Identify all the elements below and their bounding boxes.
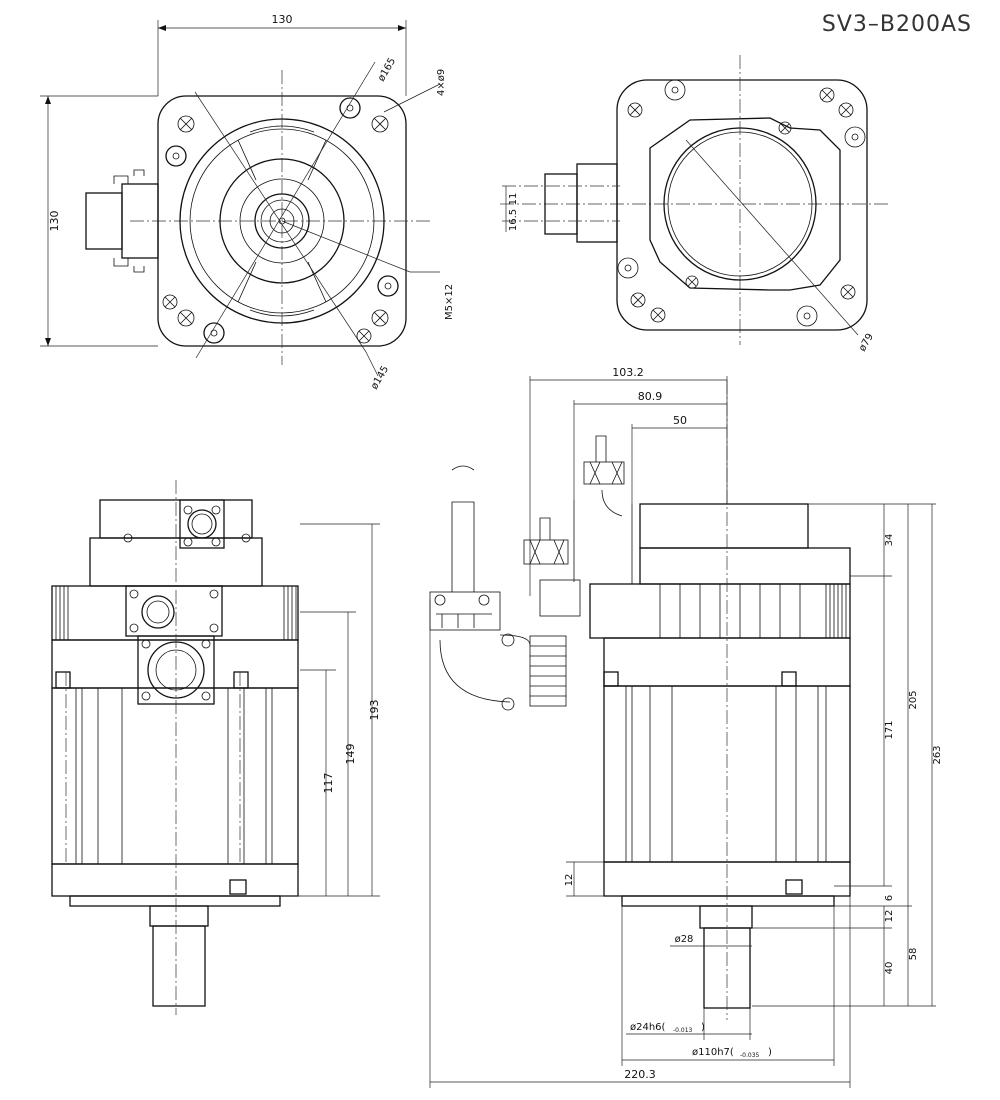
dim-side-117: 117 [322,773,335,794]
front-view [40,20,441,377]
dim-spigot-fit: ø110h7( [692,1047,734,1058]
dim-side-193: 193 [368,700,381,721]
dim-side-149: 149 [344,744,357,765]
mounting-hole [377,275,399,297]
dim-103: 103.2 [612,366,644,379]
dim-front-width: 130 [272,13,293,26]
rear-view [500,55,890,345]
dim-shaft-tol: -0.013 [673,1027,693,1034]
mounting-hole [165,145,187,167]
drawing-title: SV3–B200AS [821,12,972,37]
dim-80: 80.9 [638,390,663,403]
svg-text:): ) [701,1022,705,1033]
svg-text:): ) [768,1047,772,1058]
dim-front-height: 130 [48,211,61,232]
main-view [429,376,936,1088]
dim-spigot-tol: -0.035 [740,1052,760,1059]
dim-holes: 4×ø9 [436,69,447,96]
dim-rear-b: 16.5 [508,209,519,231]
dim-34: 34 [884,534,895,547]
dim-12: 12 [564,874,575,887]
dim-total-width: 220.3 [624,1068,656,1081]
dim-263: 263 [932,745,943,764]
dim-50: 50 [673,414,687,427]
dim-pilot: ø145 [369,364,391,391]
dim-205: 205 [908,690,919,709]
dim-40: 40 [884,962,895,975]
dim-58: 58 [908,948,919,961]
dim-shaft-diameter: ø28 [675,934,694,945]
side-view [51,480,380,1015]
dim-shaft-fit: ø24h6( [630,1022,666,1033]
dim-171: 171 [884,720,895,739]
dim-bolt-circle: ø165 [376,56,398,83]
dim-12b: 12 [884,910,895,923]
dim-6: 6 [884,895,895,901]
dim-thread: M5×12 [444,284,455,320]
dim-rear-a: 11 [508,193,519,206]
dim-rear-diameter: ø79 [857,332,876,354]
